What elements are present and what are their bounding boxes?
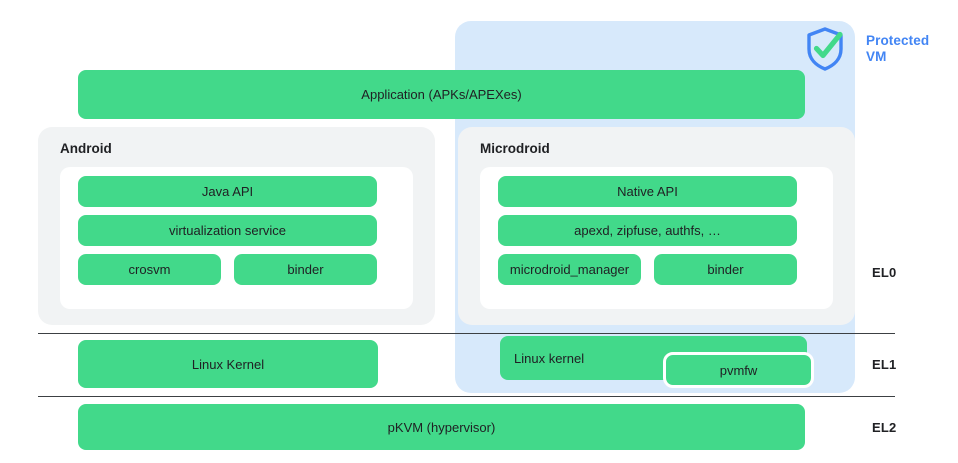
exception-level-label-el2: EL2 <box>872 420 897 435</box>
microdroid-block-binder: binder <box>654 254 797 285</box>
protected-vm-label-line2: VM <box>866 49 887 64</box>
android-stack-title: Android <box>60 141 112 156</box>
pvmfw-block: pvmfw <box>663 352 814 388</box>
android-stack-panel: Android Java API virtualization service … <box>38 127 435 325</box>
linux-kernel-block-left: Linux Kernel <box>78 340 378 388</box>
android-block-crosvm: crosvm <box>78 254 221 285</box>
microdroid-block-microdroid-manager: microdroid_manager <box>498 254 641 285</box>
android-block-java-api: Java API <box>78 176 377 207</box>
android-block-binder: binder <box>234 254 377 285</box>
pkvm-hypervisor-block: pKVM (hypervisor) <box>78 404 805 450</box>
microdroid-stack-title: Microdroid <box>480 141 550 156</box>
exception-level-label-el0: EL0 <box>872 265 897 280</box>
shield-check-icon <box>803 25 849 73</box>
microdroid-block-apexd-zipfuse-authfs: apexd, zipfuse, authfs, … <box>498 215 797 246</box>
divider-el1-el2 <box>38 396 895 397</box>
android-block-virtualization-service: virtualization service <box>78 215 377 246</box>
protected-vm-label: Protected VM <box>866 33 954 65</box>
application-block: Application (APKs/APEXes) <box>78 70 805 119</box>
microdroid-block-native-api: Native API <box>498 176 797 207</box>
exception-level-label-el1: EL1 <box>872 357 897 372</box>
microdroid-stack-panel: Microdroid Native API apexd, zipfuse, au… <box>458 127 855 325</box>
protected-vm-label-line1: Protected <box>866 33 930 48</box>
divider-el0-el1 <box>38 333 895 334</box>
